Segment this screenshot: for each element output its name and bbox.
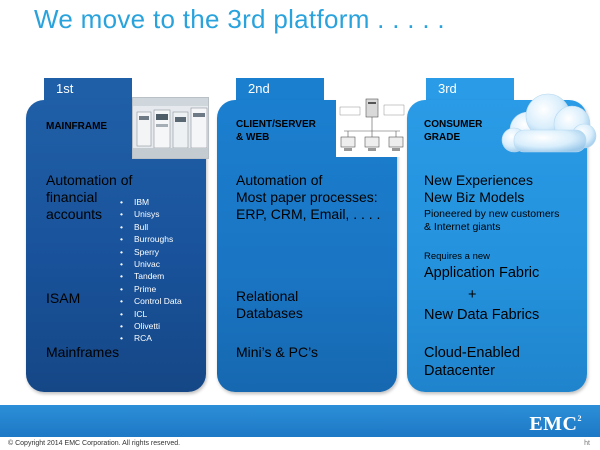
tab-3rd: 3rd [426, 78, 514, 100]
vendor-item: IBM [118, 196, 182, 209]
vendor-item: ICL [118, 308, 182, 321]
panel1-infrastructure: Mainframes [46, 344, 120, 360]
vendor-item: RCA [118, 332, 182, 345]
tab-1st: 1st [44, 78, 132, 100]
panel2-description: Automation of Most paper processes: ERP,… [236, 172, 380, 223]
panel1-desc-line1: Automation of [46, 172, 133, 188]
panel2-desc-line2: Most paper processes: [236, 189, 378, 205]
vendor-item: Bull [118, 221, 182, 234]
panel3-infra-line1: Cloud-Enabled [424, 345, 520, 361]
panel1-description: Automation of financial accounts [46, 172, 132, 223]
vendor-list: IBM Unisys Bull Burroughs Sperry Univac … [118, 196, 182, 345]
emc-logo-sup: 2 [577, 414, 582, 423]
tab-2nd: 2nd [236, 78, 324, 100]
panel3-fabric1: Application Fabric [424, 265, 540, 281]
panel1-heading: MAINFRAME [46, 121, 108, 132]
panel3-fabric2: New Data Fabrics [424, 307, 540, 323]
panel3-requires: Requires a new [424, 251, 491, 262]
panel2-heading-line2: & WEB [236, 132, 270, 143]
panel2-heading: CLIENT/SERVER & WEB [236, 118, 316, 144]
vendor-item: Tandem [118, 270, 182, 283]
copyright-text: © Copyright 2014 EMC Corporation. All ri… [8, 440, 181, 447]
panel1-desc-line3: accounts [46, 206, 103, 222]
footer-bar [0, 405, 600, 437]
vendor-item: Burroughs [118, 233, 182, 246]
vendor-item: Control Data [118, 295, 182, 308]
vendor-item: Unisys [118, 208, 182, 221]
panel1-data-tech: ISAM [46, 290, 81, 306]
panel2-desc-line3: ERP, CRM, Email, . . . . [236, 206, 381, 222]
vendor-item: Olivetti [118, 320, 182, 333]
vendor-item: Sperry [118, 246, 182, 259]
panel2-infrastructure: Mini’s & PC’s [236, 344, 318, 360]
panel3-subtext: Pioneered by new customers & Internet gi… [424, 208, 559, 234]
page-number: ht [584, 440, 590, 447]
panel1-desc-line2: financial [46, 189, 98, 205]
network-diagram [336, 97, 408, 157]
mainframe-photo [132, 97, 209, 159]
emc-logo-text: EMC [529, 413, 578, 435]
panel2-desc-line1: Automation of [236, 172, 323, 188]
panel3-sub-line2: & Internet giants [424, 221, 501, 233]
panel3-infrastructure: Cloud-Enabled Datacenter [424, 344, 520, 380]
panel3-infra-line2: Datacenter [424, 363, 495, 379]
panel3-description: New Experiences New Biz Models [424, 172, 533, 206]
panel3-plus: + [468, 287, 477, 303]
panel3-desc-line2: New Biz Models [424, 189, 525, 205]
cloud-icon [498, 86, 598, 158]
panel3-heading-line2: GRADE [424, 132, 461, 143]
emc-logo: EMC2 [529, 413, 582, 436]
panel2-heading-line1: CLIENT/SERVER [236, 119, 316, 130]
slide-title: We move to the 3rd platform . . . . . [34, 4, 445, 34]
panel3-heading: CONSUMER GRADE [424, 118, 482, 144]
vendor-item: Prime [118, 283, 182, 296]
panel3-sub-line1: Pioneered by new customers [424, 208, 560, 220]
panel2-data-tech-line2: Databases [236, 305, 303, 321]
panel3-heading-line1: CONSUMER [424, 119, 483, 130]
panel3-desc-line1: New Experiences [424, 172, 533, 188]
vendor-item: Univac [118, 258, 182, 271]
panel2-data-tech: Relational Databases [236, 288, 303, 322]
panel2-data-tech-line1: Relational [236, 288, 299, 304]
